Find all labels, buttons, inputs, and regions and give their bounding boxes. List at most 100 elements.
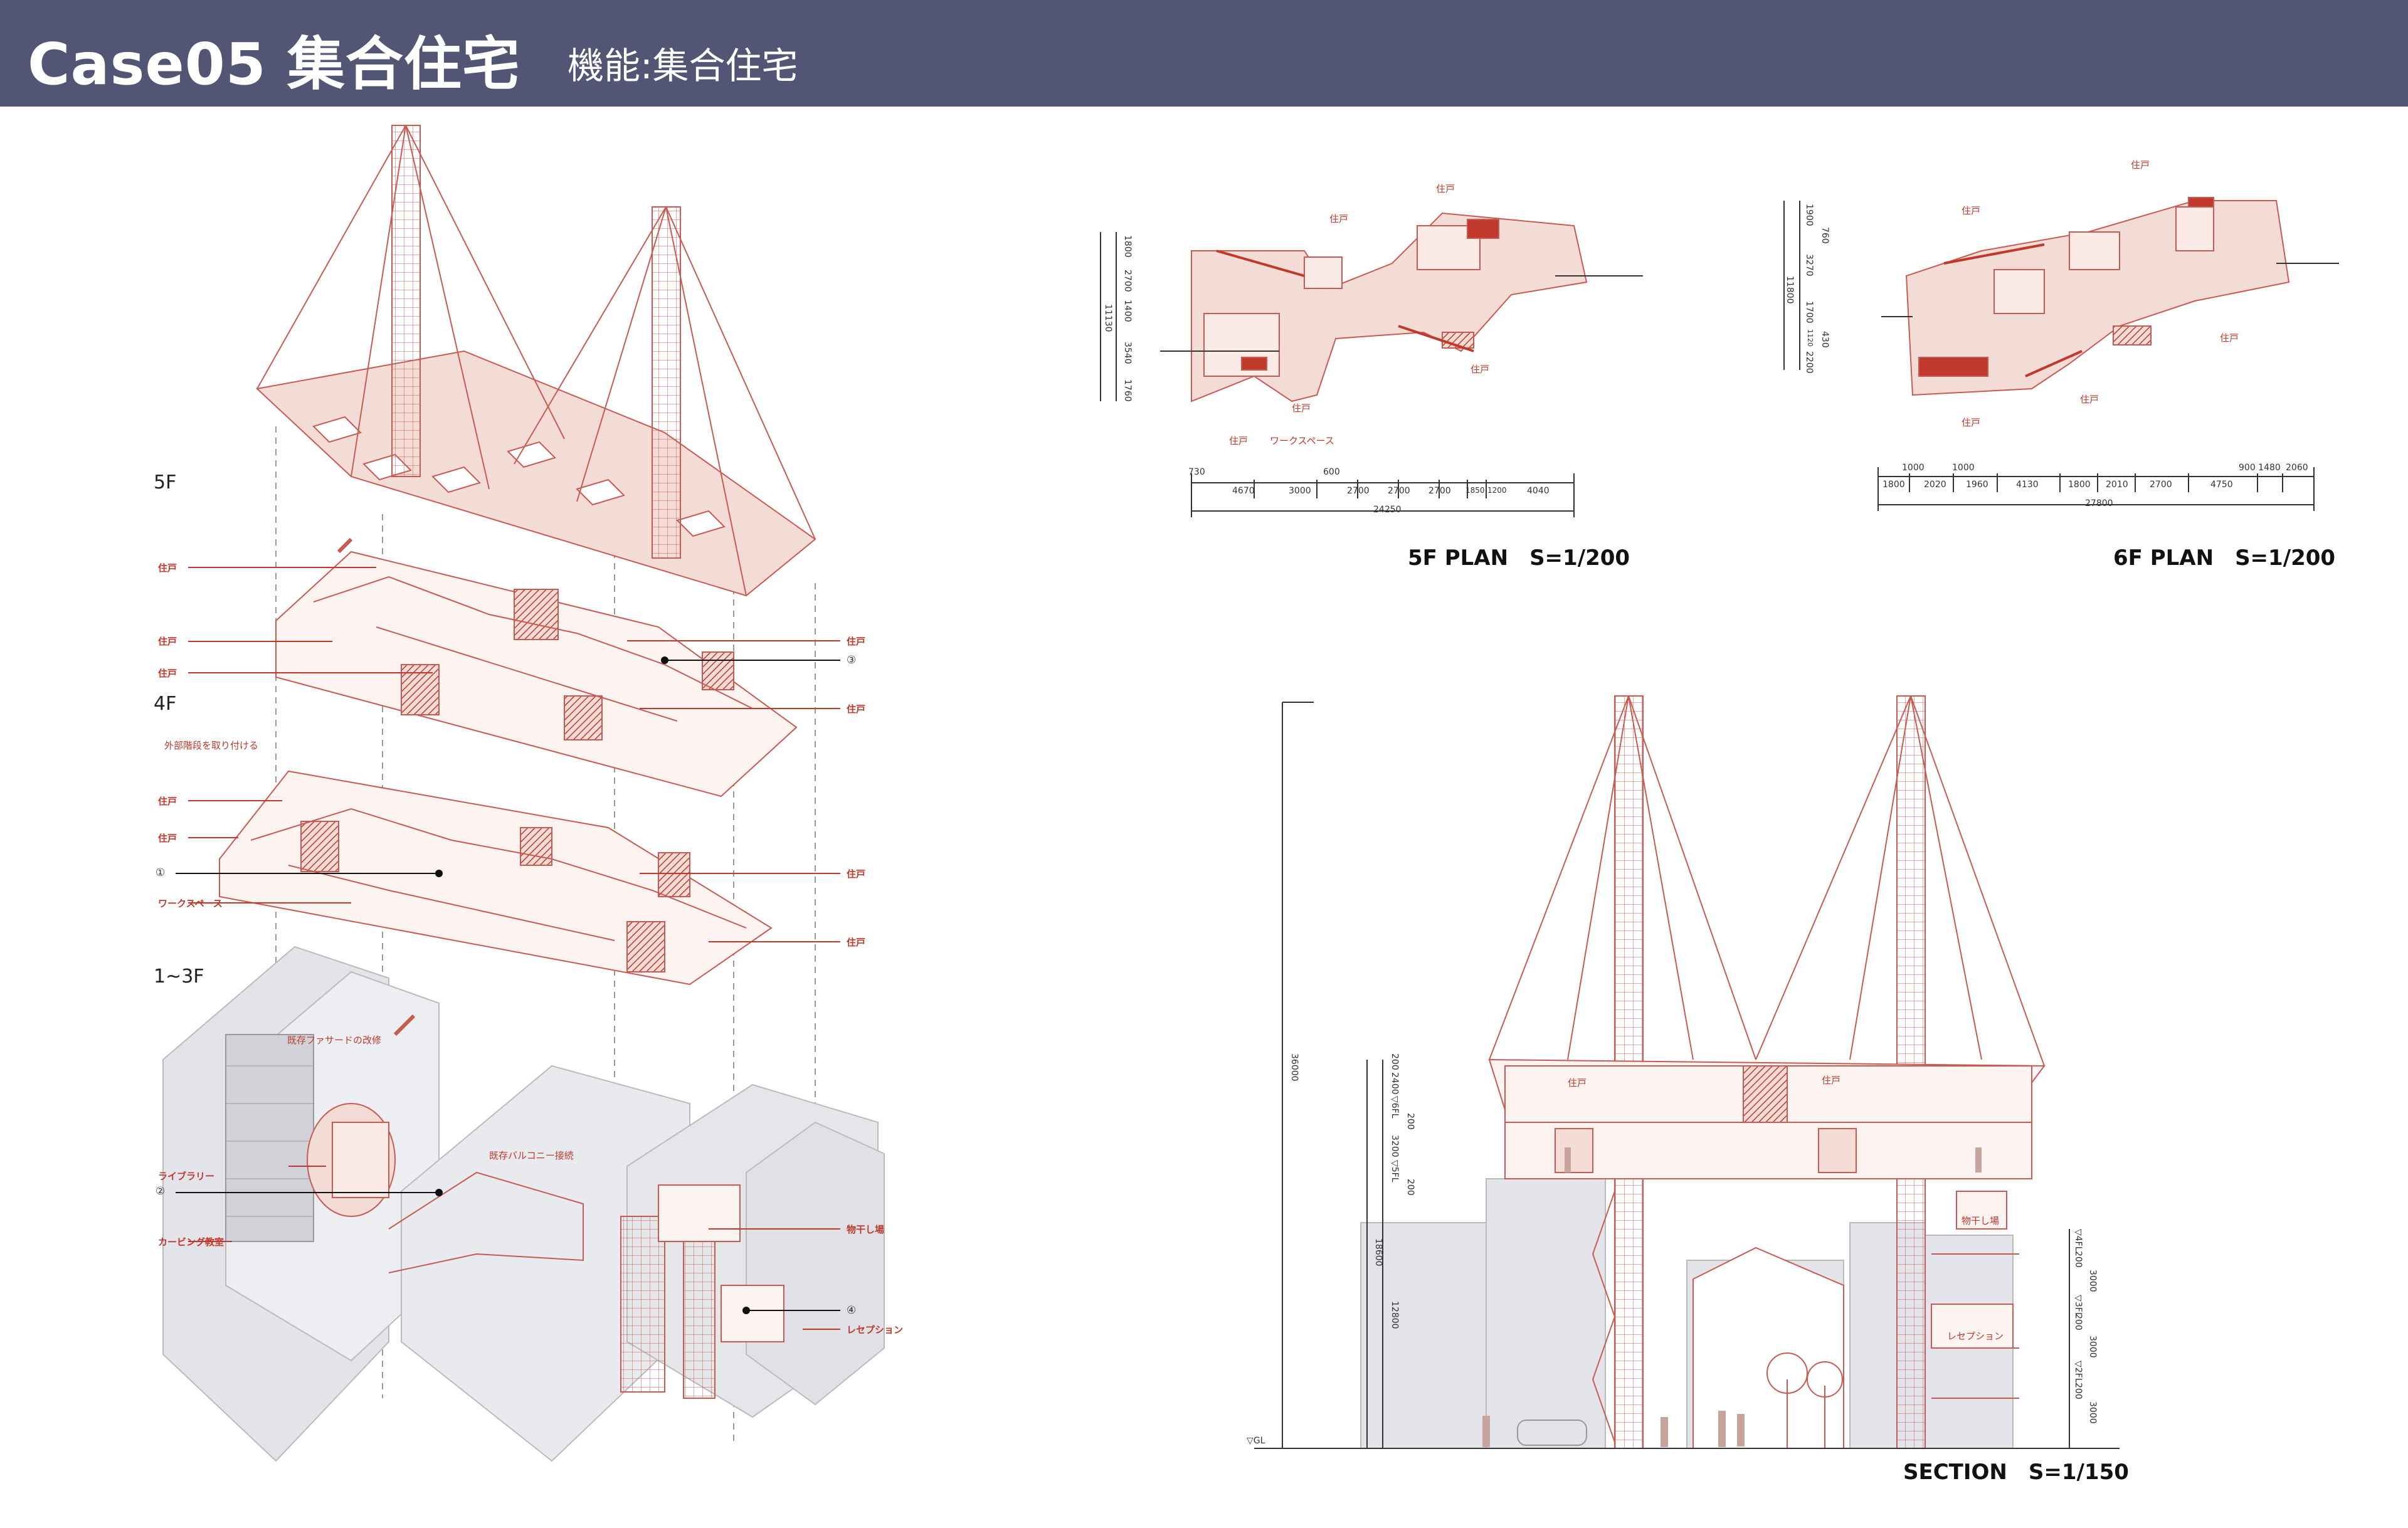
axon-label-balcony: 既存バルコニー接続 [489, 1150, 574, 1161]
section-dims [1282, 702, 2070, 1448]
plan5-dim: 2700 [1428, 486, 1451, 496]
plan5-label-unit: 住戸 [1471, 364, 1490, 375]
section-caption: SECTION S=1/150 [1903, 1460, 2129, 1485]
plan5-dim: 3000 [1289, 486, 1311, 496]
axon-label-unit: 住戸 [847, 868, 866, 880]
section-figures [1482, 1147, 1982, 1447]
level-5f [275, 537, 798, 798]
plan6-dim: 2010 [2106, 480, 2128, 490]
plan6-dim: 1000 [1902, 463, 1925, 473]
plan6-label-unit: 住戸 [2220, 332, 2239, 344]
floor-label-4f: 4F [154, 693, 177, 715]
plan5-vdim-total: 11130 [1103, 304, 1113, 332]
axon-label-reception: レセプション [847, 1324, 904, 1336]
section-dim: 12800 [1390, 1301, 1400, 1329]
plan6-vdim: 430 [1820, 331, 1830, 348]
plan5-label-unit: 住戸 [1292, 403, 1311, 414]
section-dim: 2400 [1390, 1072, 1400, 1095]
plan6-vdim: 3270 [1804, 254, 1814, 277]
plan6-label-unit: 住戸 [1962, 417, 1981, 428]
section-dim: 3000 [2088, 1401, 2098, 1424]
level-4f [219, 770, 773, 986]
axon-label-curving: カービング教室 [158, 1236, 224, 1248]
section-label-unit: 住戸 [1568, 1077, 1587, 1088]
plan6-vdim-total: 11800 [1785, 276, 1795, 304]
section-dim: 200 [2073, 1251, 2083, 1268]
axon-number: ① [156, 867, 166, 879]
axon-label-unit: 住戸 [847, 636, 866, 647]
plan6-dim: 1000 [1952, 463, 1975, 473]
section-dim: 3200 [1390, 1135, 1400, 1157]
section-gl: ▽GL [1247, 1436, 1265, 1446]
tower-right [514, 206, 816, 596]
plan5-dim: 4670 [1232, 486, 1255, 496]
plan5-dim: 1850 [1465, 486, 1485, 495]
plan6-label-unit: 住戸 [2131, 159, 2150, 171]
floor-label-1-3f: 1~3F [154, 966, 204, 988]
axon-leaders [176, 656, 840, 1314]
section-trees [1766, 1352, 1843, 1448]
section-label-laundry: 物干し場 [1962, 1215, 2000, 1226]
plan5-dim: 730 [1188, 467, 1205, 477]
plan5-label-unit: 住戸 [1229, 435, 1249, 446]
plan5-dim: 1200 [1487, 486, 1507, 495]
section-dim: ▽6FL [1390, 1096, 1400, 1119]
axon-number: ③ [847, 654, 857, 667]
plan6-dim: 2700 [2150, 480, 2172, 490]
plan5-vdim: 1400 [1122, 300, 1133, 322]
section-dim: ▽2FL [2073, 1361, 2083, 1383]
roof-slab [255, 350, 816, 597]
plan5-vdim: 1760 [1122, 379, 1133, 402]
plan6-vdim: 1700 [1804, 301, 1814, 324]
plan5-caption: 5F PLAN S=1/200 [1408, 545, 1630, 571]
plan-5f-dims [1100, 232, 1575, 517]
tower-left [256, 125, 565, 490]
section-car [1517, 1420, 1587, 1446]
page-title: Case05 集合住宅 [28, 31, 520, 98]
axon-number: ② [156, 1185, 166, 1198]
plan6-vdim: 760 [1820, 227, 1830, 244]
axon-number: ④ [847, 1304, 857, 1317]
axon-callouts [188, 567, 840, 1330]
plan6-dim: 4750 [2210, 480, 2233, 490]
plan6-vdim: 1120 [1806, 329, 1814, 347]
plan5-label-unit: 住戸 [1436, 183, 1455, 194]
plan-6f-dims [1783, 201, 2315, 511]
plan6-vdim: 2200 [1804, 351, 1814, 374]
plan5-vdim: 2700 [1122, 270, 1133, 292]
plan5-dim-total: 24250 [1373, 505, 1402, 515]
existing-renovation [225, 1014, 784, 1399]
section-dim: 3000 [2088, 1270, 2098, 1292]
plan6-dim: 2060 [2286, 463, 2308, 473]
section-dim: ▽4FL [2073, 1229, 2083, 1251]
plan6-dim: 1960 [1966, 480, 1988, 490]
plan5-dim: 600 [1323, 467, 1340, 477]
plan-6f [1881, 197, 2339, 396]
roof-openings [312, 416, 726, 537]
axon-label-facade: 既存ファサードの改修 [287, 1035, 382, 1046]
plan5-dim: 2700 [1347, 486, 1370, 496]
plan6-dim: 1800 [1883, 480, 1905, 490]
plan6-label-unit: 住戸 [2080, 394, 2099, 405]
axonometric-view [162, 125, 885, 1462]
plan5-vdim: 3540 [1122, 342, 1133, 364]
axon-label-unit: 住戸 [847, 703, 866, 715]
section-dim: ▽5FL [1390, 1160, 1400, 1183]
plan5-dim: 4040 [1527, 486, 1550, 496]
section-dim: 200 [1405, 1179, 1415, 1196]
section-dim: 200 [1390, 1053, 1400, 1070]
axon-label-unit: 住戸 [158, 636, 177, 647]
section-view [1254, 695, 2120, 1449]
plan6-vdim: 1900 [1804, 204, 1814, 226]
plan6-dim-total: 27800 [2085, 498, 2113, 508]
plan6-caption: 6F PLAN S=1/200 [2113, 545, 2336, 571]
axon-label-unit: 住戸 [158, 668, 177, 679]
section-label-reception: レセプション [1947, 1330, 2004, 1342]
plan6-label-unit: 住戸 [1962, 205, 1981, 216]
plan6-dim: 4130 [2016, 480, 2039, 490]
plan6-dim: 2020 [1924, 480, 1946, 490]
axon-label-ext-stairs: 外部階段を取り付ける [164, 740, 259, 751]
axon-label-library: ライブラリー [158, 1171, 215, 1182]
plan-5f [1160, 212, 1643, 403]
plan6-dim: 900 1480 [2239, 463, 2281, 473]
